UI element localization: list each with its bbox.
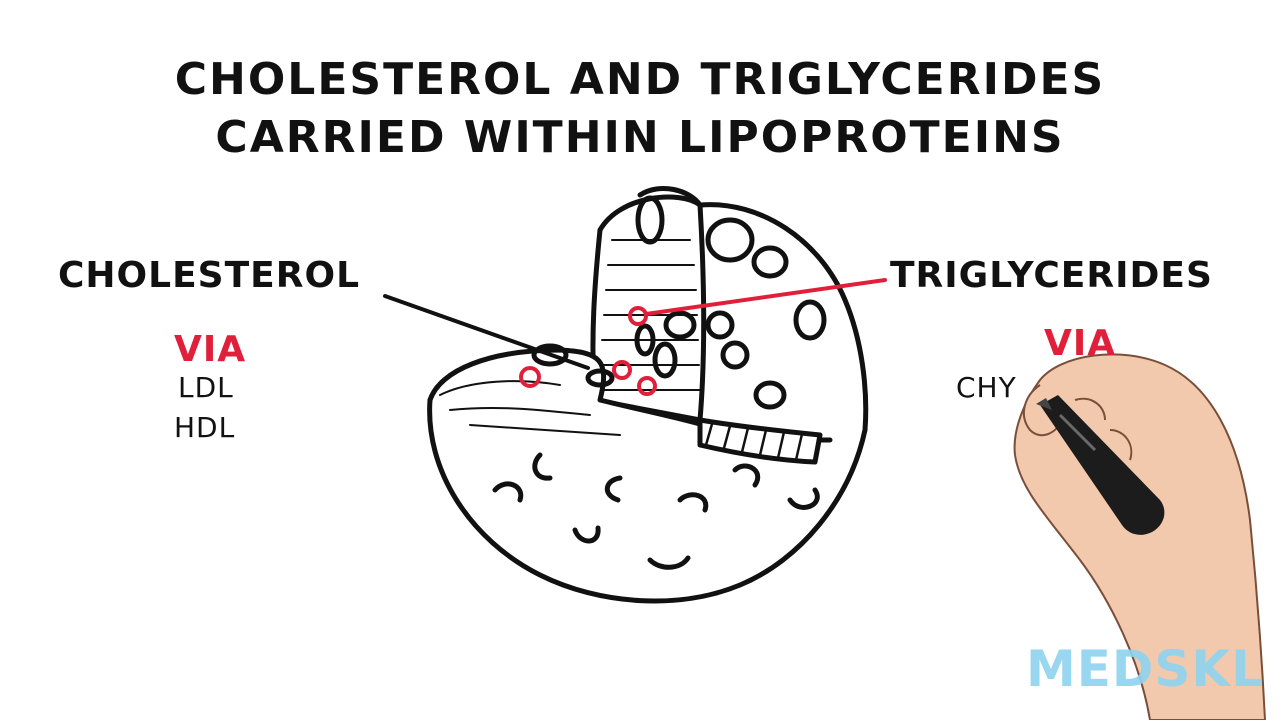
slide-title-line-1: CHOLESTEROL AND TRIGLYCERIDES — [174, 54, 1106, 105]
slide-title-line-2: CARRIED WITHIN LIPOPROTEINS — [215, 112, 1065, 163]
brand-watermark: MEDSKL — [1026, 640, 1265, 698]
triglycerides-pointer-line — [644, 278, 887, 316]
triglycerides-label: TRIGLYCERIDES — [890, 255, 1213, 296]
lipoprotein-cutaway-icon — [427, 185, 869, 604]
cholesterol-pointer-line — [383, 294, 590, 370]
cholesterol-via-label: VIA — [174, 329, 247, 370]
marker-pen-icon — [1036, 395, 1165, 535]
triglycerides-carrier-chy: CHY — [956, 371, 1017, 404]
triglycerides-via-label: VIA — [1044, 323, 1117, 364]
cholesterol-carrier-hdl: HDL — [174, 411, 236, 444]
cholesterol-label: CHOLESTEROL — [58, 255, 361, 296]
cholesterol-carrier-ldl: LDL — [178, 371, 234, 404]
